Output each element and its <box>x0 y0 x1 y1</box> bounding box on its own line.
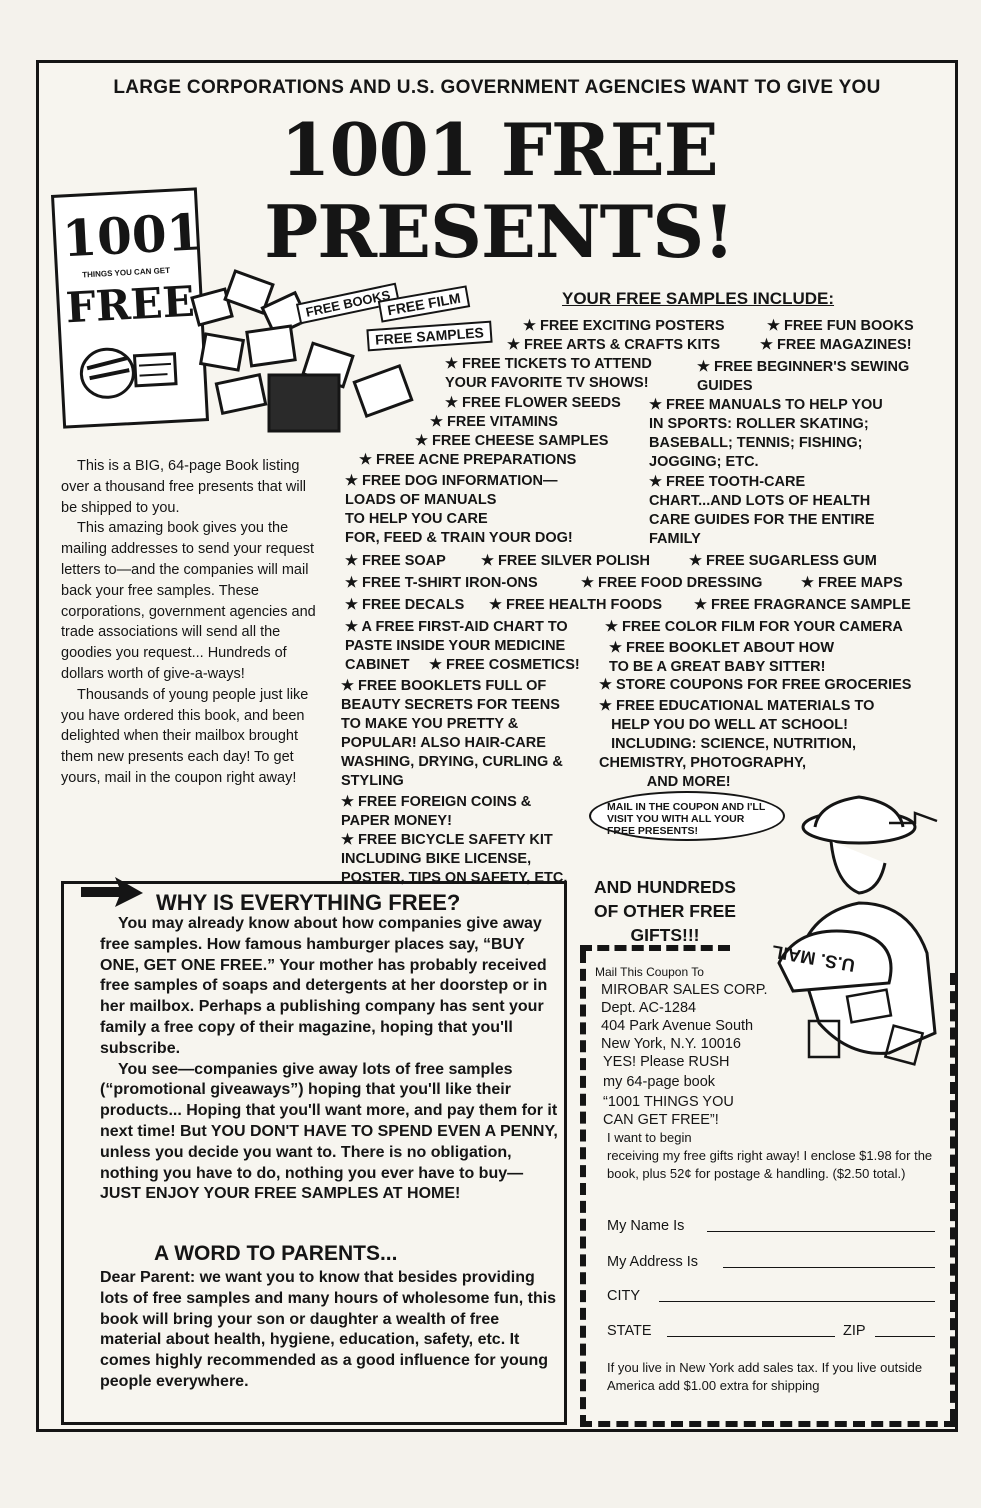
coupon-order-line: CAN GET FREE”! <box>603 1112 719 1128</box>
list-item: ★ FREE HEALTH FOODS <box>489 597 663 613</box>
list-item: ★ FREE VITAMINS <box>430 414 558 430</box>
list-item: ★ FREE MAGAZINES! <box>760 337 912 353</box>
address-label: My Address Is <box>607 1254 699 1270</box>
list-item: ★ FREE FOOD DRESSING <box>581 575 763 591</box>
coupon-order-details: receiving my free gifts right away! I en… <box>607 1148 933 1181</box>
intro-text: This is a BIG, 64-page Book listing over… <box>61 456 323 789</box>
list-item: ★ FREE MANUALS TO HELP YOU IN SPORTS: RO… <box>649 397 883 470</box>
speech-bubble: MAIL IN THE COUPON AND I'LL VISIT YOU WI… <box>589 791 785 841</box>
coupon-address-line: Dept. AC-1284 <box>601 1000 697 1016</box>
list-item: ★ FREE BICYCLE SAFETY KIT INCLUDING BIKE… <box>341 832 568 886</box>
city-label: CITY <box>607 1288 641 1304</box>
list-item: ★ STORE COUPONS FOR FREE GROCERIES <box>599 677 912 693</box>
gift-boxes-icon <box>190 269 414 433</box>
list-item: ★ FREE FUN BOOKS <box>767 318 914 334</box>
book-free-text: FREE <box>64 276 196 333</box>
coupon-border-top <box>580 945 730 951</box>
hundreds-text: AND HUNDREDS OF OTHER FREE GIFTS!!! <box>594 877 736 945</box>
why-body: You may already know about how companies… <box>100 914 560 1205</box>
list-item: ★ FREE FLOWER SEEDS <box>445 395 621 411</box>
list-item: ★ FREE ARTS & CRAFTS KITS <box>507 337 721 353</box>
state-label: STATE <box>607 1323 652 1339</box>
list-item: ★ FREE BOOKLETS FULL OF BEAUTY SECRETS F… <box>341 678 563 789</box>
why-paragraph: You may already know about how companies… <box>100 915 548 1057</box>
mailman-icon: U.S. MAIL <box>770 795 938 1066</box>
arrow-icon <box>81 877 143 907</box>
list-item: ★ FREE TICKETS TO ATTEND YOUR FAVORITE T… <box>445 356 652 391</box>
tagline: LARGE CORPORATIONS AND U.S. GOVERNMENT A… <box>113 77 881 98</box>
intro-paragraph: Thousands of young people just like you … <box>61 686 309 786</box>
list-item: ★ FREE COSMETICS! <box>429 657 580 673</box>
intro-paragraph: This is a BIG, 64-page Book listing over… <box>61 458 307 516</box>
coupon-order-line: my 64-page book <box>603 1074 716 1090</box>
list-item: ★ FREE TOOTH-CARE CHART...AND LOTS OF HE… <box>649 474 875 547</box>
list-item: ★ FREE FOREIGN COINS & PAPER MONEY! <box>341 794 532 829</box>
coupon-header: Mail This Coupon To <box>595 965 704 979</box>
list-item: ★ FREE ACNE PREPARATIONS <box>359 452 577 468</box>
coupon <box>580 951 956 1427</box>
list-item: ★ FREE SUGARLESS GUM <box>689 553 877 569</box>
list-item: ★ FREE CHEESE SAMPLES <box>415 433 609 449</box>
samples-title: YOUR FREE SAMPLES INCLUDE: <box>562 289 835 308</box>
coupon-address-line: New York, N.Y. 10016 <box>601 1036 741 1052</box>
list-item: ★ FREE T-SHIRT IRON-ONS <box>345 575 538 591</box>
list-item: ★ FREE DECALS <box>345 597 465 613</box>
coupon-border-right <box>950 973 956 1421</box>
zip-field[interactable] <box>875 1336 935 1337</box>
coupon-order-line: I want to begin <box>607 1130 692 1145</box>
book-number: 1001 <box>60 202 203 269</box>
coupon-address-line: MIROBAR SALES CORP. <box>601 982 768 998</box>
headline-line-1: 1001 FREE <box>280 107 718 192</box>
headline: 1001 FREE PRESENTS! <box>219 109 779 273</box>
why-paragraph: You see—companies give away lots of free… <box>100 1060 558 1203</box>
list-item: ★ A FREE FIRST-AID CHART TO PASTE INSIDE… <box>345 619 568 673</box>
zip-label: ZIP <box>843 1323 866 1339</box>
list-item: ★ FREE FRAGRANCE SAMPLE <box>694 597 911 613</box>
list-item: ★ FREE DOG INFORMATION— LOADS OF MANUALS… <box>345 473 573 546</box>
list-item: ★ FREE EXCITING POSTERS <box>523 318 725 334</box>
city-field[interactable] <box>659 1301 935 1302</box>
book-illustration: 1001 THINGS YOU CAN GET FREE <box>50 187 210 429</box>
coupon-order-line: YES! Please RUSH <box>603 1054 730 1070</box>
address-field[interactable] <box>723 1267 935 1268</box>
list-item: ★ FREE SOAP <box>345 553 446 569</box>
why-free-box: WHY IS EVERYTHING FREE? You may already … <box>61 881 567 1425</box>
list-item: ★ FREE EDUCATIONAL MATERIALS TO HELP YOU… <box>599 698 875 790</box>
name-label: My Name Is <box>607 1218 685 1234</box>
list-item: ★ FREE BOOKLET ABOUT HOW TO BE A GREAT B… <box>609 640 835 675</box>
list-item: ★ FREE BEGINNER'S SEWING GUIDES <box>697 359 910 394</box>
state-field[interactable] <box>667 1336 835 1337</box>
book-cover-art-icon <box>79 347 178 399</box>
list-item: ★ FREE MAPS <box>801 575 903 591</box>
why-title: WHY IS EVERYTHING FREE? <box>156 890 461 915</box>
coupon-address-line: 404 Park Avenue South <box>601 1018 754 1034</box>
headline-line-2: PRESENTS! <box>264 189 735 274</box>
list-item: ★ FREE COLOR FILM FOR YOUR CAMERA <box>605 619 903 635</box>
name-field[interactable] <box>707 1231 935 1232</box>
ad-frame: LARGE CORPORATIONS AND U.S. GOVERNMENT A… <box>36 60 958 1432</box>
parents-title: A WORD TO PARENTS... <box>154 1242 398 1265</box>
coupon-footer: If you live in New York add sales tax. I… <box>607 1360 923 1393</box>
intro-paragraph: This amazing book gives you the mailing … <box>61 520 316 682</box>
coupon-order-line: “1001 THINGS YOU <box>603 1094 734 1110</box>
list-item: ★ FREE SILVER POLISH <box>481 553 651 569</box>
parents-body: Dear Parent: we want you to know that be… <box>100 1269 557 1390</box>
